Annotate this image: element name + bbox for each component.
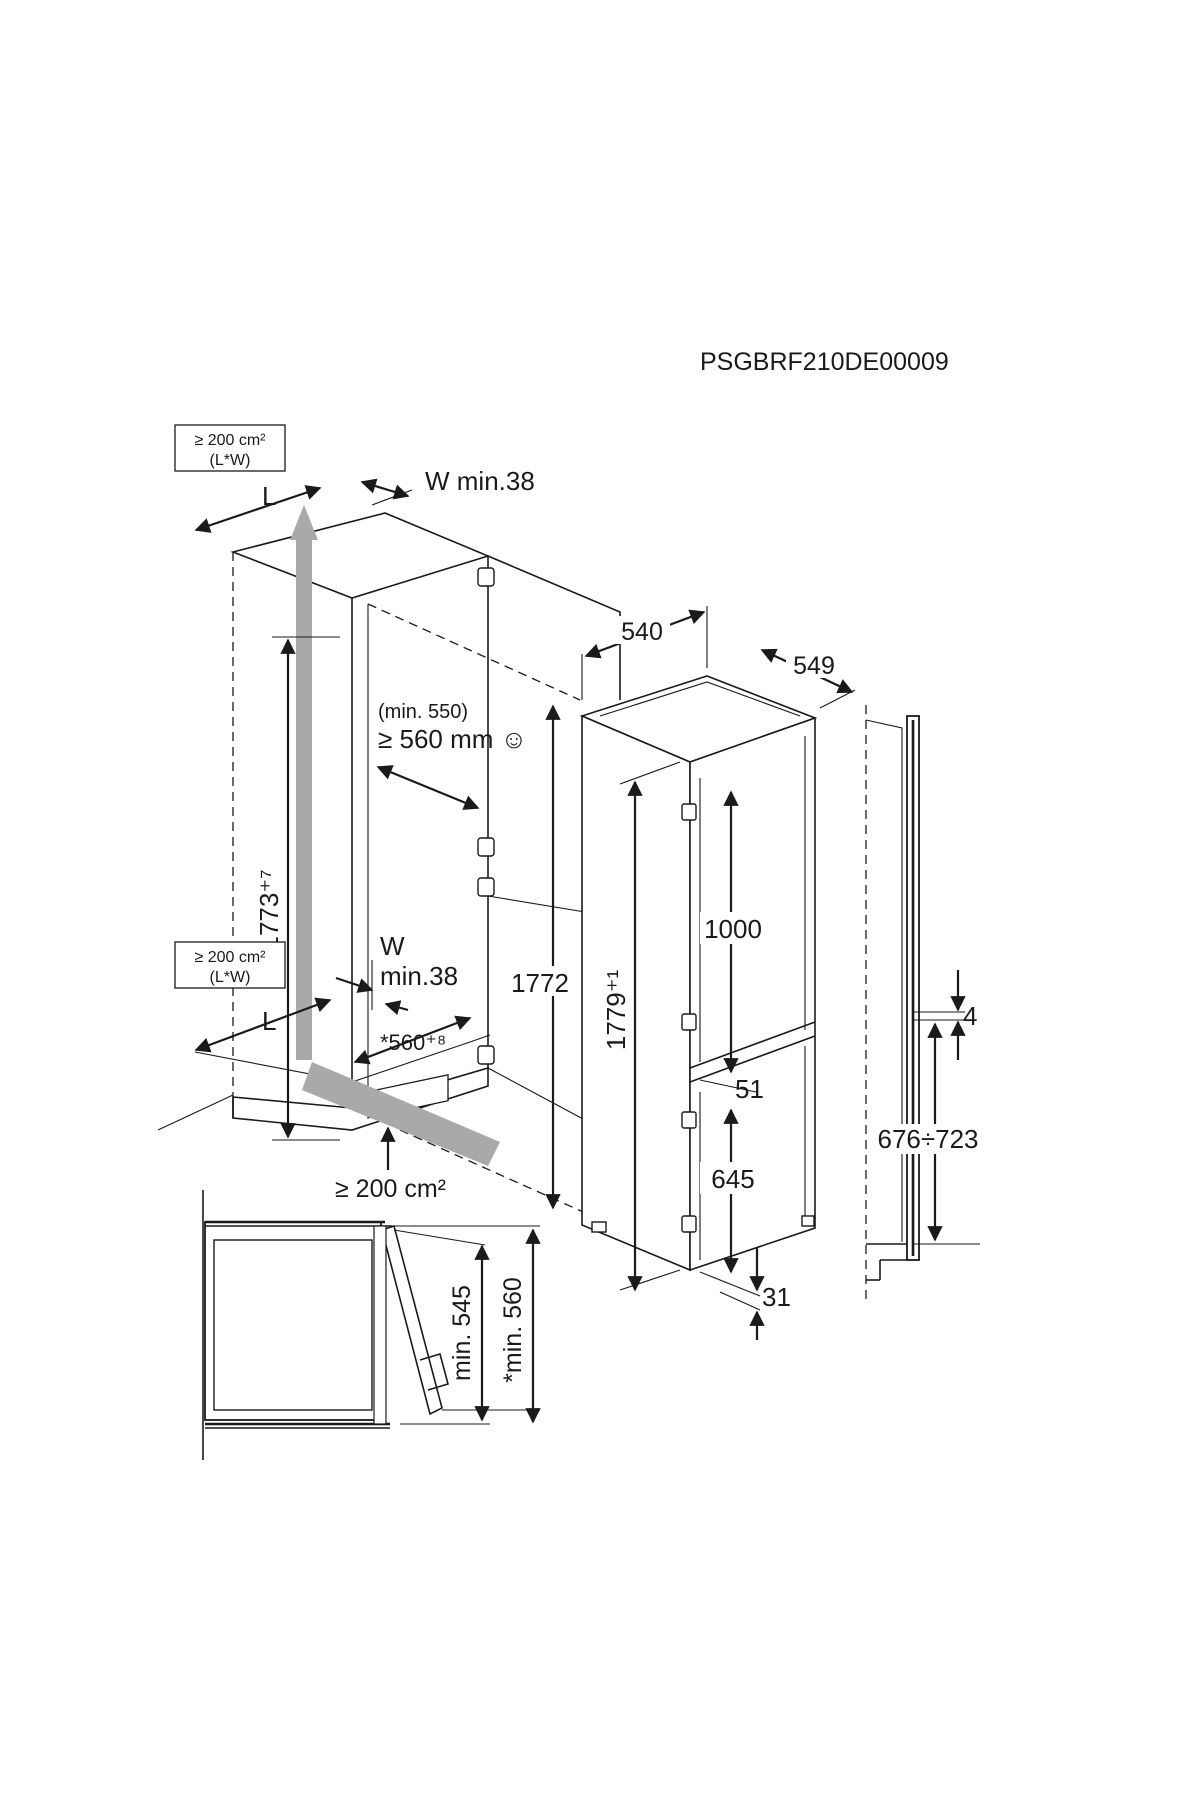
side-section	[202, 1190, 540, 1460]
depth-preferred: ≥ 560 mm ☺	[378, 724, 527, 754]
bottom-length-arrow	[194, 997, 332, 1053]
depth-min: (min. 550)	[378, 701, 468, 723]
total-height: 1779⁺¹	[601, 970, 631, 1051]
hinge-icon	[477, 877, 495, 897]
upper-door-height: 1000	[704, 914, 762, 944]
lower-door-height: 645	[711, 1164, 754, 1194]
appliance-width: 540	[621, 618, 663, 646]
plinth-vent-area: ≥ 200 cm²	[335, 1175, 446, 1203]
top-width-arrow	[360, 478, 410, 500]
top-vent-box	[174, 424, 286, 472]
bottom-vent-box	[174, 941, 286, 989]
bottom-length: L	[262, 1006, 276, 1036]
top-width: W min.38	[425, 466, 535, 496]
bottom-vent-formula: (L*W)	[210, 969, 251, 986]
top-length: L	[262, 481, 276, 511]
bottom-width-min: min.38	[380, 961, 458, 991]
appliance-depth: 549	[793, 652, 835, 680]
bottom-vent-area: ≥ 200 cm²	[194, 949, 266, 966]
door-rail	[865, 705, 920, 1300]
hinge-icon	[681, 1111, 697, 1129]
hinge-icon	[477, 567, 495, 587]
rail-gap: 4	[963, 1001, 977, 1031]
hinge-icon	[681, 803, 697, 821]
hinge-icon	[477, 837, 495, 857]
mid-gap: 51	[735, 1074, 764, 1104]
top-vent-area: ≥ 200 cm²	[194, 432, 266, 449]
document-code: PSGBRF210DE00009	[700, 348, 949, 376]
hinge-icon	[681, 1215, 697, 1233]
niche-width: *560⁺⁸	[380, 1030, 446, 1055]
top-length-arrow	[194, 485, 322, 533]
side-min-560: *min. 560	[499, 1277, 527, 1383]
niche-width-arrow	[353, 1015, 472, 1065]
bottom-width-w: W	[380, 931, 405, 961]
bottom-gap: 31	[762, 1282, 791, 1312]
depth-arrow	[376, 765, 480, 810]
appliance-height: 1772	[511, 968, 569, 998]
hinge-icon	[681, 1013, 697, 1031]
hinge-icon	[477, 1045, 495, 1065]
niche-height: 1773⁺⁷	[254, 870, 284, 951]
rail-range: 676÷723	[877, 1124, 978, 1154]
top-vent-formula: (L*W)	[210, 452, 251, 469]
side-min-545: min. 545	[448, 1285, 476, 1381]
